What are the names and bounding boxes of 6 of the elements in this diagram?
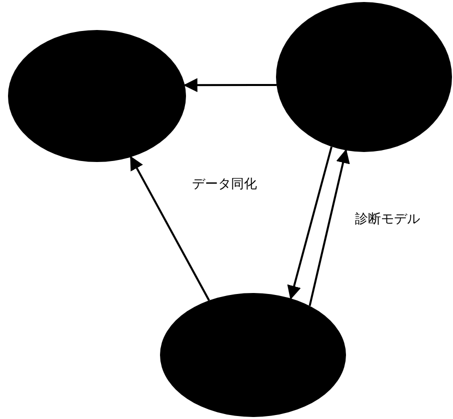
arrow	[287, 146, 332, 300]
arrow	[308, 149, 350, 306]
annotation-text: データ同化	[192, 176, 257, 194]
annotation-text: 診断モデル	[355, 211, 420, 229]
arrow	[183, 78, 276, 92]
arrow	[130, 156, 210, 301]
